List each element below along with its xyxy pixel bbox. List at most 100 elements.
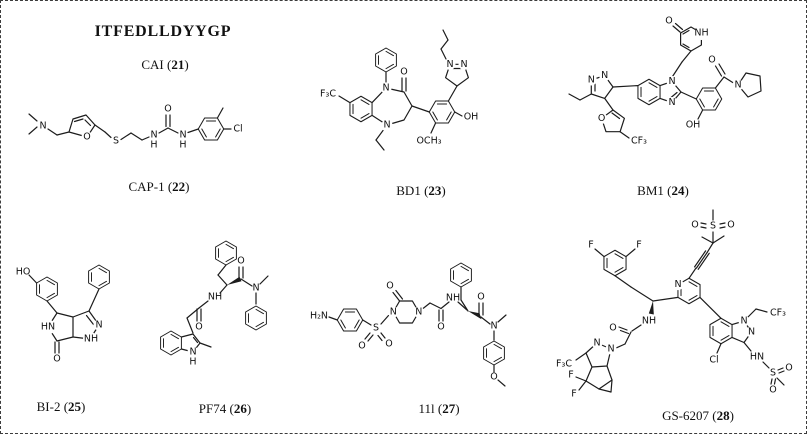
aryl-ring	[428, 100, 456, 124]
phenyl-ring	[375, 47, 397, 73]
atom-f-label: F	[571, 389, 576, 400]
atom-s-label: S	[770, 368, 776, 379]
peptide-sequence: ITFEDLLDYYGP	[94, 23, 232, 40]
benzene-ring	[637, 78, 661, 106]
atom-o-label: O	[477, 292, 484, 303]
atom-oh-label: OH	[464, 112, 479, 123]
atom-f3c-label: F₃C	[556, 359, 572, 370]
compound-name: PF74 (	[198, 401, 234, 416]
structure-11l: H₂N S O O N O N O NH O N O	[310, 262, 507, 387]
atom-o-label: O	[490, 372, 497, 383]
atom-n-label: N	[252, 283, 259, 294]
atom-n-label: N	[748, 327, 755, 338]
compound-name-close: )	[184, 57, 189, 72]
atom-n-label: N	[95, 320, 102, 331]
atom-cf3-label: CF₃	[770, 308, 786, 319]
atom-s-label: S	[373, 323, 379, 334]
compound-number: 25	[68, 399, 82, 414]
atom-n-label: N	[490, 321, 497, 332]
diazepine-ring	[371, 87, 413, 126]
compound-name-close: )	[684, 183, 689, 198]
atom-o-label: O	[386, 281, 393, 292]
atom-cf3-label: CF₃	[631, 136, 647, 147]
atom-n-label: N	[607, 344, 614, 355]
pf74-labels: O N NH O N H	[187, 256, 260, 368]
compound-name: BI-2 (	[36, 399, 69, 414]
structure-bm1: O NH N N O N OH N N O CF₃	[568, 16, 762, 147]
cap1-bonds	[28, 107, 232, 141]
structure-pf74: O N NH O N H	[160, 240, 269, 368]
stereo-wedge	[648, 301, 654, 315]
atom-och3-label: OCH₃	[416, 136, 441, 147]
atom-n-label: N	[189, 347, 196, 358]
atom-n-label: N	[601, 70, 608, 81]
indazole-benzene-ring	[709, 317, 733, 345]
atom-f-label: F	[636, 240, 641, 251]
atom-h-label: H	[150, 140, 157, 151]
bd1-labels: F₃C N O N N N OH OCH₃	[320, 58, 479, 147]
atom-n-label: N	[674, 279, 681, 290]
atom-o-label: O	[358, 341, 365, 352]
structure-bi2: HO HN N NH O	[16, 264, 110, 365]
stereo-wedge	[227, 276, 242, 285]
atom-o-label: O	[195, 322, 202, 333]
anisole-ring	[483, 340, 505, 366]
atom-nh-label: NH	[208, 292, 222, 303]
atom-o-label: O	[400, 67, 407, 78]
phenol-ring	[695, 87, 723, 111]
benzene-ring	[197, 117, 225, 141]
compound-name-close: )	[441, 183, 446, 198]
gs6207-bonds	[575, 209, 785, 393]
atom-h-label: H	[179, 140, 186, 151]
difluorophenyl-ring	[603, 249, 627, 277]
atom-o-label: O	[665, 16, 672, 27]
gs6207-labels: F F O S O N NH O N N F₃C F F N N CF₃ Cl …	[556, 220, 793, 400]
atom-cl-label: Cl	[709, 355, 718, 366]
atom-o-label: O	[83, 132, 90, 143]
atom-h-label: H	[189, 357, 196, 368]
atom-s-label: S	[113, 136, 119, 147]
compound-label-pf74: PF74 (26)	[199, 401, 251, 417]
atom-n-label: N	[460, 59, 467, 70]
structure-gs6207: F F O S O N NH O N N F₃C F F N N CF₃ Cl …	[556, 209, 793, 400]
atom-o-label: O	[237, 256, 244, 267]
compound-label-bd1: BD1 (23)	[396, 183, 445, 199]
atom-cl-label: Cl	[233, 124, 242, 135]
atom-o-label: O	[727, 220, 734, 231]
atom-o-label: O	[53, 354, 60, 365]
compound-name-close: )	[185, 179, 190, 194]
compound-name-close: )	[729, 408, 734, 423]
atom-n-label: N	[668, 76, 675, 87]
atom-f-label: F	[568, 370, 573, 381]
compound-label-cai: CAI (21)	[141, 57, 188, 73]
pyrrolidine-ring	[737, 72, 762, 98]
atom-o-label: O	[691, 220, 698, 231]
bm1-bonds	[568, 22, 762, 139]
compound-name-close: )	[246, 401, 252, 416]
phenyl-ring	[88, 264, 110, 290]
aniline-ring	[336, 308, 364, 332]
structure-bd1: F₃C N O N N N OH OCH₃	[320, 29, 479, 151]
compound-name: CAI (	[141, 57, 172, 72]
compound-number: 24	[671, 183, 685, 198]
atom-o-label: O	[598, 113, 605, 124]
compound-label-11l: 11l (27)	[418, 401, 459, 417]
atom-n-label: N	[383, 120, 390, 131]
anilide-ring	[245, 305, 267, 331]
phenol-ring	[36, 276, 58, 302]
atom-o-label: O	[769, 385, 776, 396]
atom-n-label: N	[446, 59, 453, 70]
compound-number: 23	[428, 183, 442, 198]
bd1-bonds	[338, 29, 469, 151]
compound-label-gs6207: GS-6207 (28)	[662, 408, 734, 424]
11l-labels: H₂N S O O N O N O NH O N O	[310, 281, 498, 383]
atom-nh-label: NH	[694, 28, 708, 39]
atom-oh-label: OH	[686, 120, 701, 131]
compound-number: 28	[716, 408, 730, 423]
atom-n-label: N	[668, 97, 675, 108]
compound-name: CAP-1 (	[128, 179, 173, 194]
compound-label-bm1: BM1 (24)	[637, 183, 689, 199]
compound-number: 27	[442, 401, 456, 416]
compound-name: BM1 (	[637, 183, 672, 198]
